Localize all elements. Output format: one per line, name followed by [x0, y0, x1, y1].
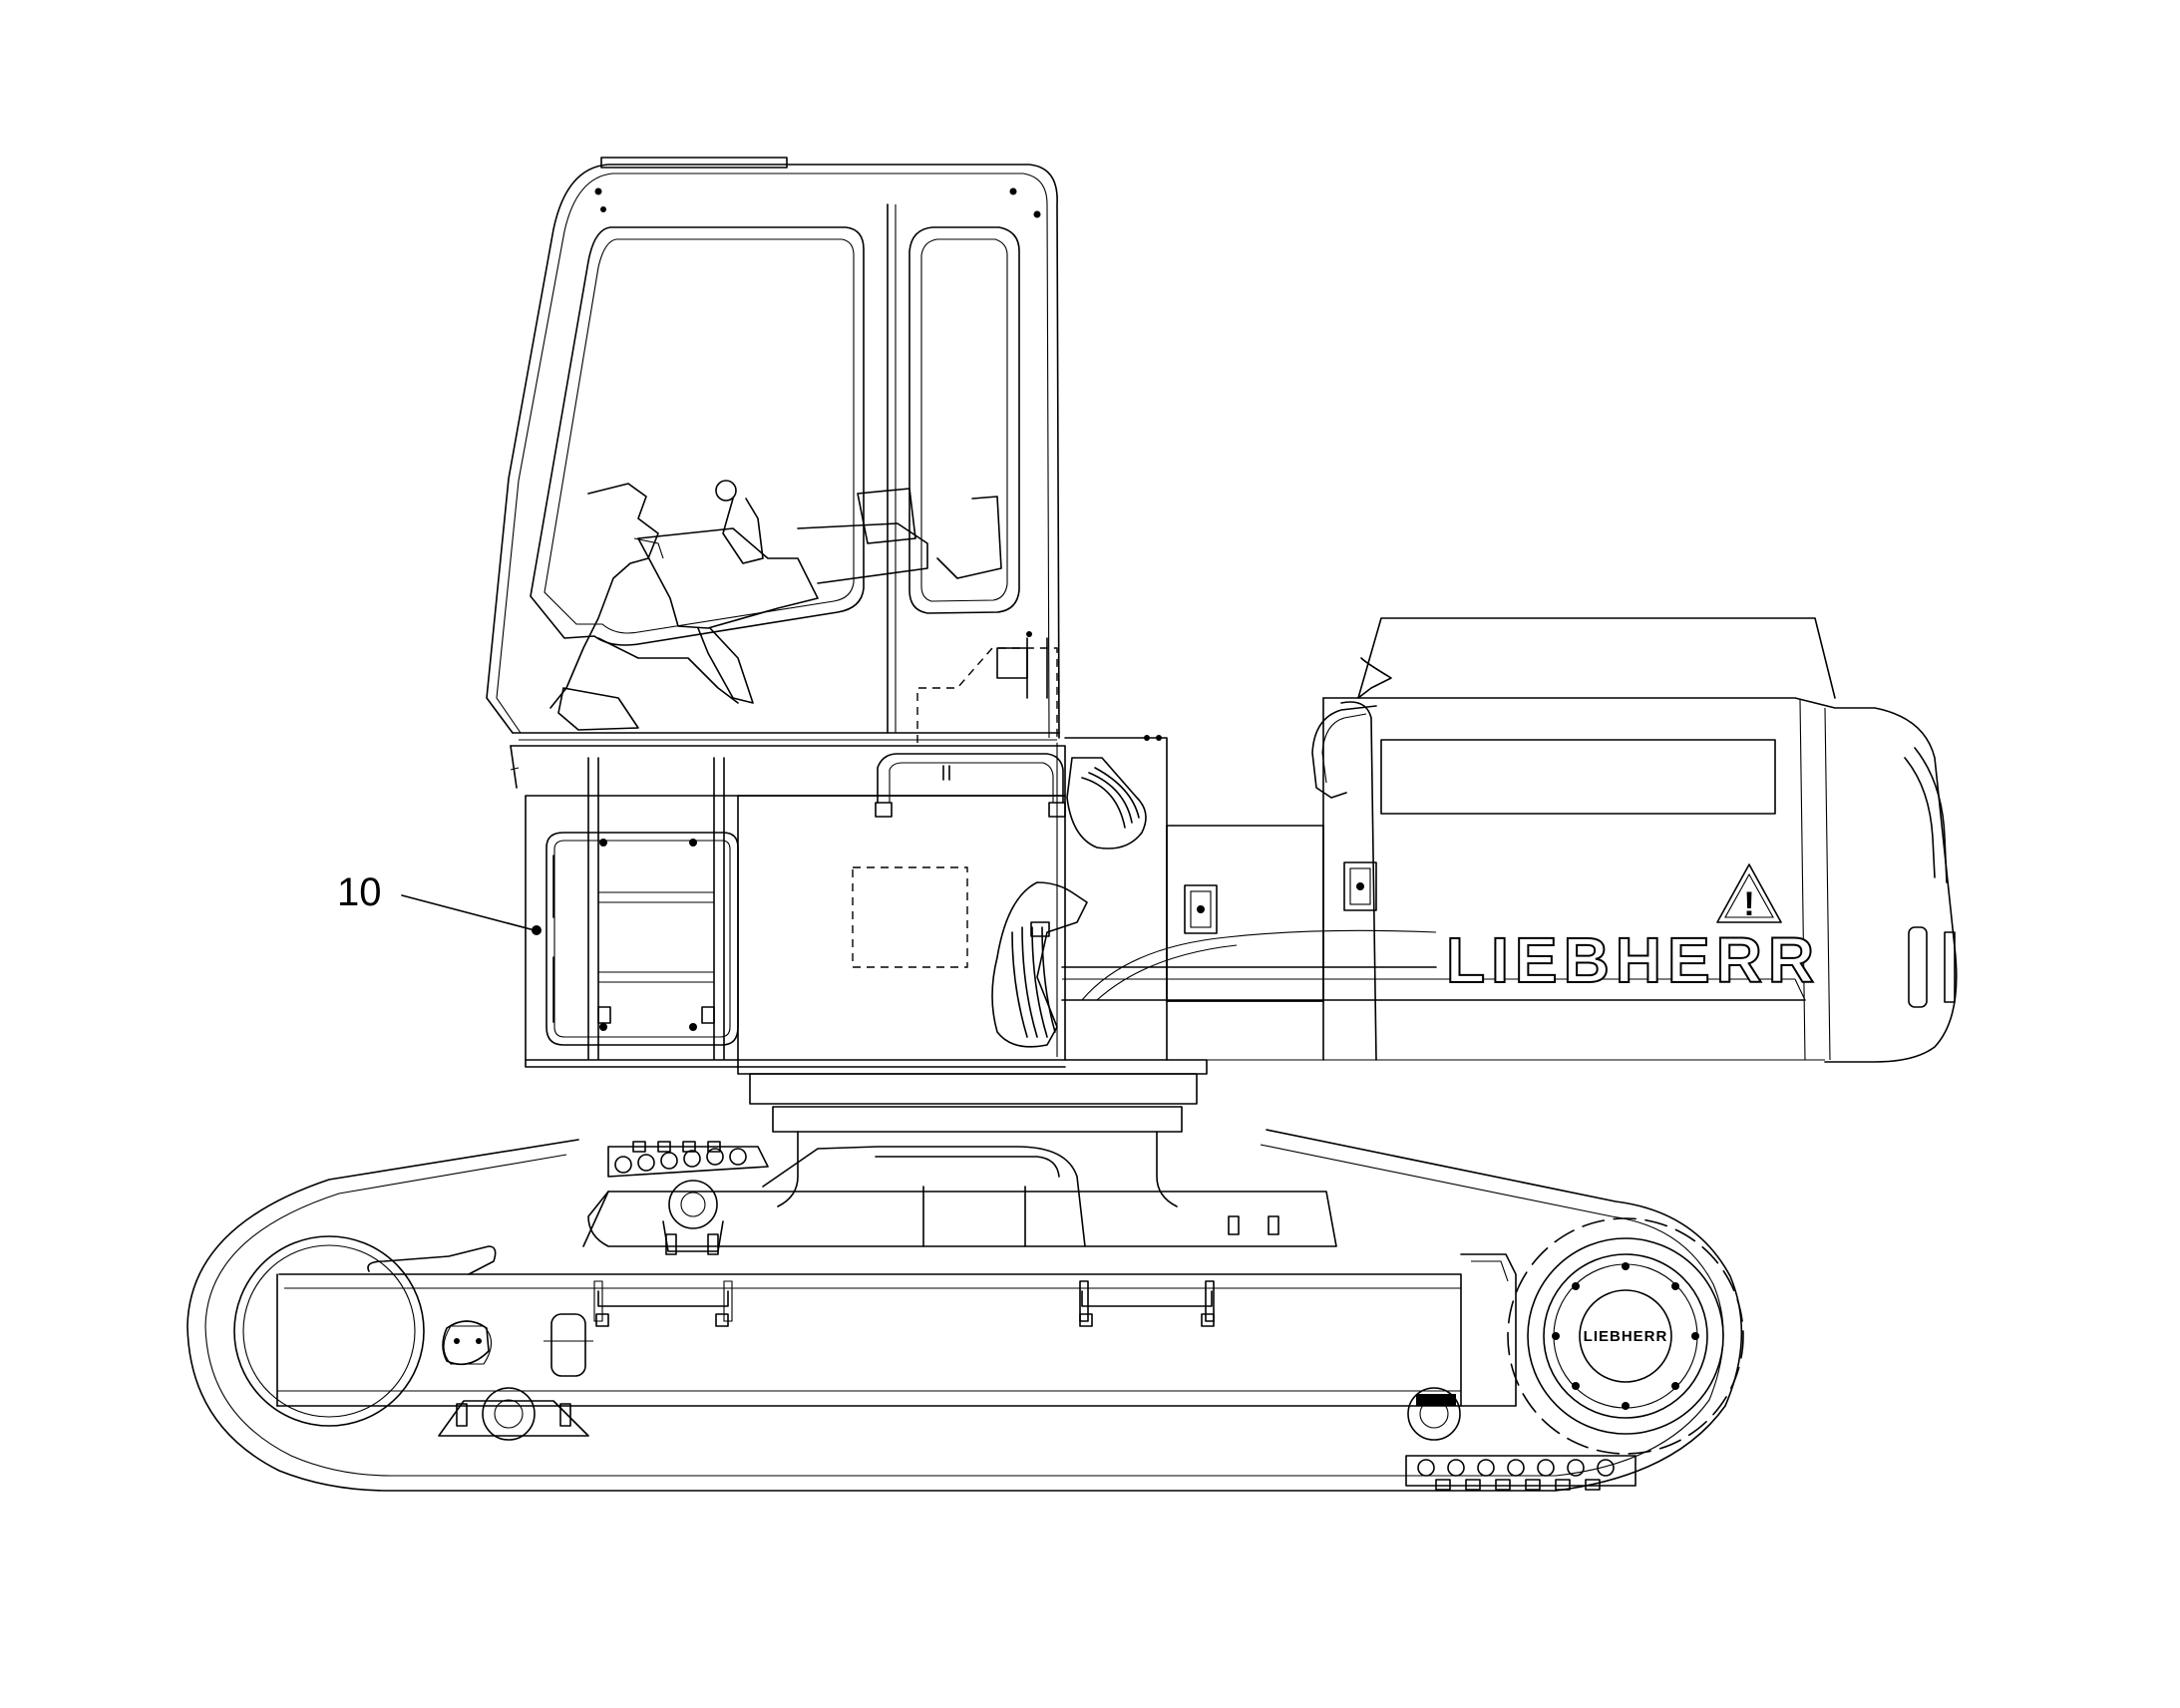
bottom-roller-rear	[1407, 1387, 1461, 1441]
operator-cab	[486, 157, 1060, 743]
callout-10: 10	[337, 870, 542, 935]
sprocket-brand-lettering: LIEBHERR	[1584, 1328, 1668, 1345]
drive-sprocket: LIEBHERR	[1460, 1217, 1744, 1455]
swing-ring	[737, 1059, 1208, 1207]
callout-number-label: 10	[337, 870, 382, 914]
undercarriage: LIEBHERR	[186, 1129, 1744, 1492]
warning-sign: !	[1716, 863, 1782, 923]
track-links-lower	[1405, 1455, 1636, 1491]
callout-leader-dot	[532, 925, 542, 935]
track-links-upper	[607, 1141, 769, 1178]
bottom-roller-front	[438, 1387, 589, 1441]
carrier-roller	[662, 1180, 724, 1255]
uppercarriage-body: ! LIEBHERR	[510, 617, 1958, 1068]
warning-exclamation-icon: !	[1743, 885, 1754, 923]
side-brand-lettering: LIEBHERR	[1446, 924, 1820, 996]
